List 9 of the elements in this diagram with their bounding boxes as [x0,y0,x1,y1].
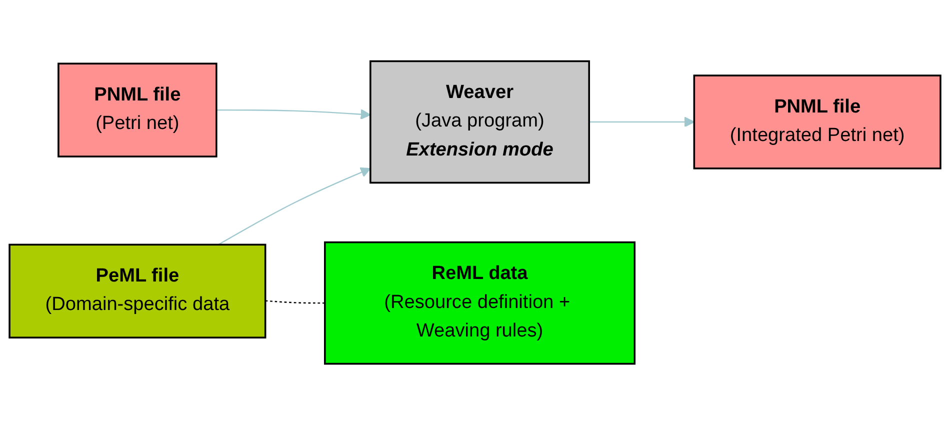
arrow [218,167,371,246]
node-box: Weaver (Java program) Extension mode [370,60,590,184]
connector [265,300,325,304]
arrow [589,116,695,128]
node-box: PNML file (Petri net) [58,62,218,158]
node-box: ReML data (Resource definition + Weaving rules) [324,241,636,365]
node-box: PeML file (Domain-specific data [8,244,266,338]
node-box: PNML file (Integrated Petri net) [693,74,942,170]
arrow [216,109,371,120]
